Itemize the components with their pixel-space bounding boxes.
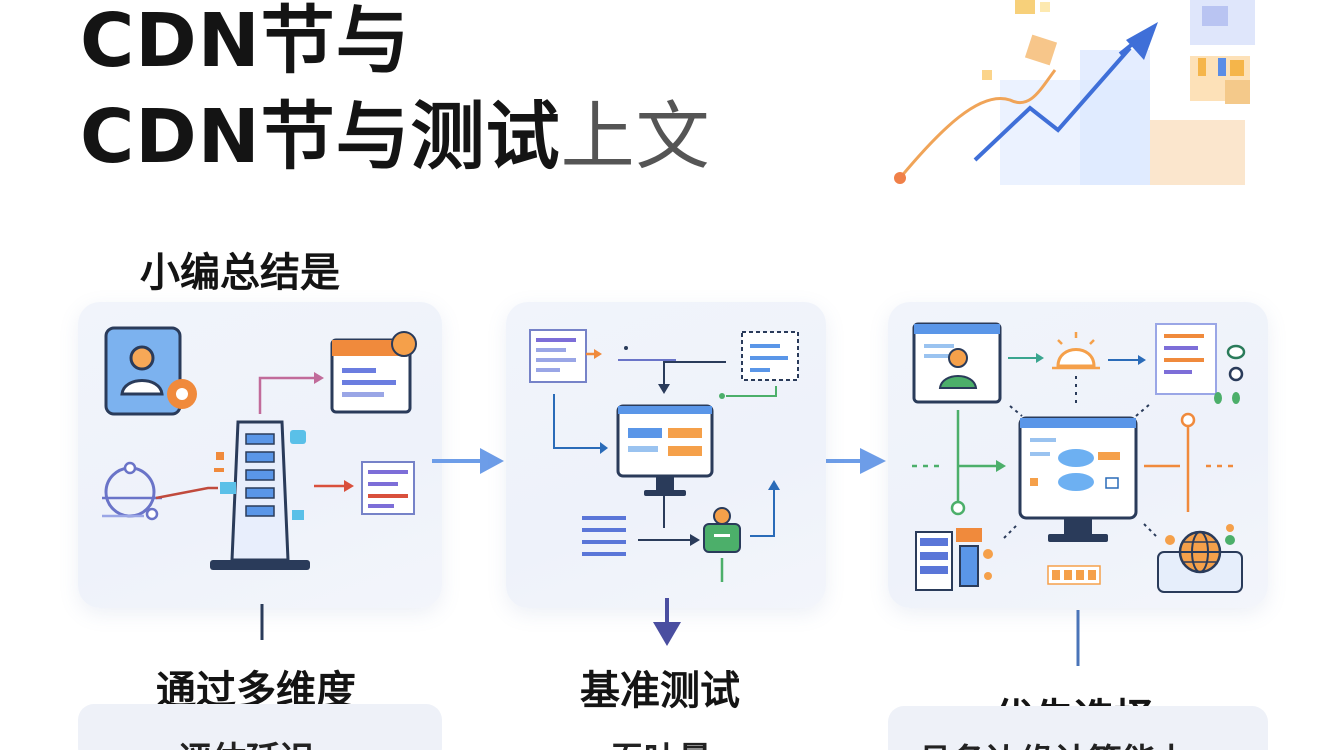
arrow-right-icon xyxy=(432,448,504,474)
step-card-text: 评估延迟 xyxy=(178,732,314,750)
step-card-evaluate: 评估延迟 xyxy=(78,704,442,750)
page-title-line-1: CDN节与 xyxy=(80,0,411,84)
globe-icon xyxy=(1157,524,1243,593)
arrow-down-icon xyxy=(653,598,681,646)
page-title-light: 上文 xyxy=(560,94,711,180)
lightbulb-icon xyxy=(1052,332,1100,370)
step-card-text: 具备边缘计算能力 xyxy=(918,734,1190,750)
document-icon xyxy=(330,331,417,414)
step-label-benchmark: 基准测试 xyxy=(580,668,740,714)
connector-line-1 xyxy=(260,604,264,640)
page-title-line-2: CDN节与测试上文 xyxy=(80,100,711,174)
connector-line-3 xyxy=(1076,610,1080,666)
step-card-benchmark: 吞吐量 xyxy=(506,704,826,750)
growth-chart-icon xyxy=(894,0,1255,185)
step-card-prioritize: 具备边缘计算能力 xyxy=(888,706,1268,750)
panel-benchmark xyxy=(506,302,826,608)
subtitle: 小编总结是 xyxy=(140,250,340,296)
panel-edge-compute xyxy=(888,302,1268,608)
monitor-icon xyxy=(616,404,714,496)
user-profile-icon xyxy=(104,326,197,416)
step-card-text: 吞吐量 xyxy=(610,732,712,750)
server-tower-icon xyxy=(210,420,310,570)
panel-evaluate xyxy=(78,302,442,608)
user-node-icon xyxy=(703,507,741,553)
page-title-bold: CDN节与测试 xyxy=(80,94,561,180)
monitor-icon xyxy=(1018,416,1138,542)
